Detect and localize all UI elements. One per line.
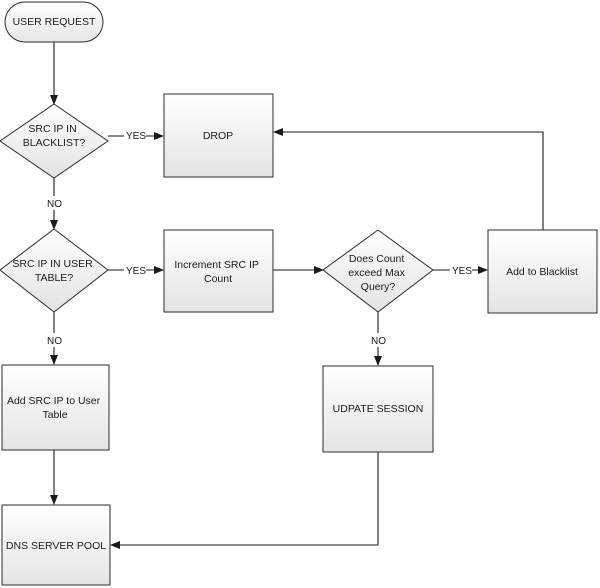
node-add-to-blacklist: Add to Blacklist [487, 229, 598, 314]
node-user-table-check: SRC IP IN USER TABLE? [0, 228, 109, 313]
node-label: DNS SERVER POOL [6, 540, 106, 552]
node-label: SRC IP IN BLACKLIST? [23, 123, 86, 149]
node-label: Does Count exceed Max Query? [348, 253, 408, 293]
node-label: Increment SRC IP Count [174, 259, 261, 285]
node-label: Add SRC IP to User Table [7, 395, 103, 421]
edge-add-blacklist-to-drop [273, 128, 544, 230]
connectors [50, 42, 544, 549]
node-user-request: USER REQUEST [4, 1, 104, 43]
edge-label-blacklist-yes: YES [126, 131, 146, 142]
node-label: USER REQUEST [13, 16, 96, 28]
edge-label-user-table-yes: YES [126, 266, 146, 277]
node-label: UDPATE SESSION [333, 403, 424, 415]
edge-update-session-to-dns-pool [110, 452, 379, 549]
node-blacklist-check: SRC IP IN BLACKLIST? [0, 103, 109, 179]
edge-label-blacklist-no: NO [47, 199, 62, 210]
edge-label-user-table-no: NO [47, 336, 62, 347]
node-update-session: UDPATE SESSION [322, 365, 434, 453]
node-add-src-ip-to-user-table: Add SRC IP to User Table [1, 364, 110, 451]
edge-label-count-yes: YES [452, 266, 472, 277]
node-dns-server-pool: DNS SERVER POOL [1, 504, 111, 586]
node-label: SRC IP IN USER TABLE? [12, 258, 95, 284]
edge-label-count-no: NO [371, 336, 386, 347]
node-drop: DROP [163, 93, 274, 178]
node-increment-count: Increment SRC IP Count [163, 229, 274, 313]
node-label: Add to Blacklist [506, 266, 578, 278]
edge-labels: YES NO YES NO YES NO [45, 128, 472, 347]
node-count-check: Does Count exceed Max Query? [322, 229, 434, 313]
node-label: DROP [203, 130, 233, 142]
